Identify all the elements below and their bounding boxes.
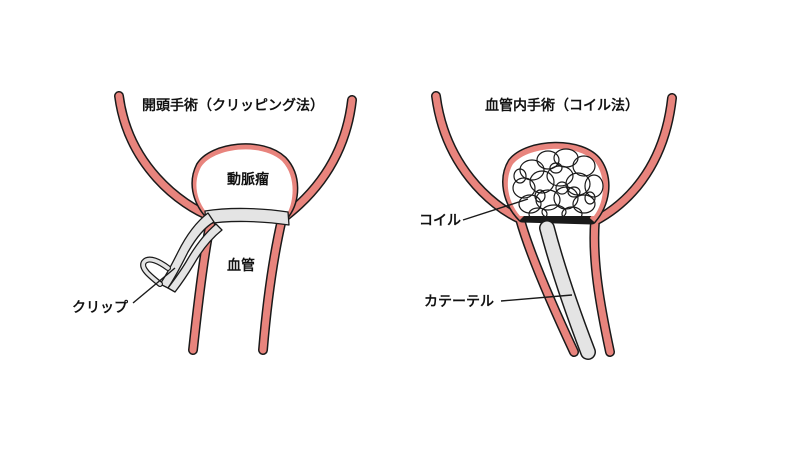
vessel2-wall-right-outline xyxy=(589,93,677,357)
clipping-title: 開頭手術（クリッピング法） xyxy=(142,97,324,114)
coiling-panel: 血管内手術（コイル法） xyxy=(419,91,677,360)
coil xyxy=(512,148,604,222)
catheter xyxy=(539,220,596,360)
catheter-leader-line xyxy=(500,294,573,302)
aneurysm xyxy=(191,143,299,219)
coil-label: コイル xyxy=(419,213,461,229)
clip-label: クリップ xyxy=(72,300,129,316)
vessel-label: 血管 xyxy=(227,257,255,274)
aneurysm-label: 動脈瘤 xyxy=(227,171,269,188)
vessel-wall-right-outline xyxy=(258,95,357,355)
coil-leader-line xyxy=(462,198,529,221)
catheter-label: カテーテル xyxy=(424,294,494,310)
vessel-2 xyxy=(431,91,677,357)
vessel xyxy=(114,91,357,355)
aneurysm-2 xyxy=(502,141,610,225)
coiling-title: 血管内手術（コイル法） xyxy=(485,97,639,114)
clip-leader-line xyxy=(132,267,176,304)
clipping-panel: 開頭手術（クリッピング法） 動脈 xyxy=(72,91,357,355)
